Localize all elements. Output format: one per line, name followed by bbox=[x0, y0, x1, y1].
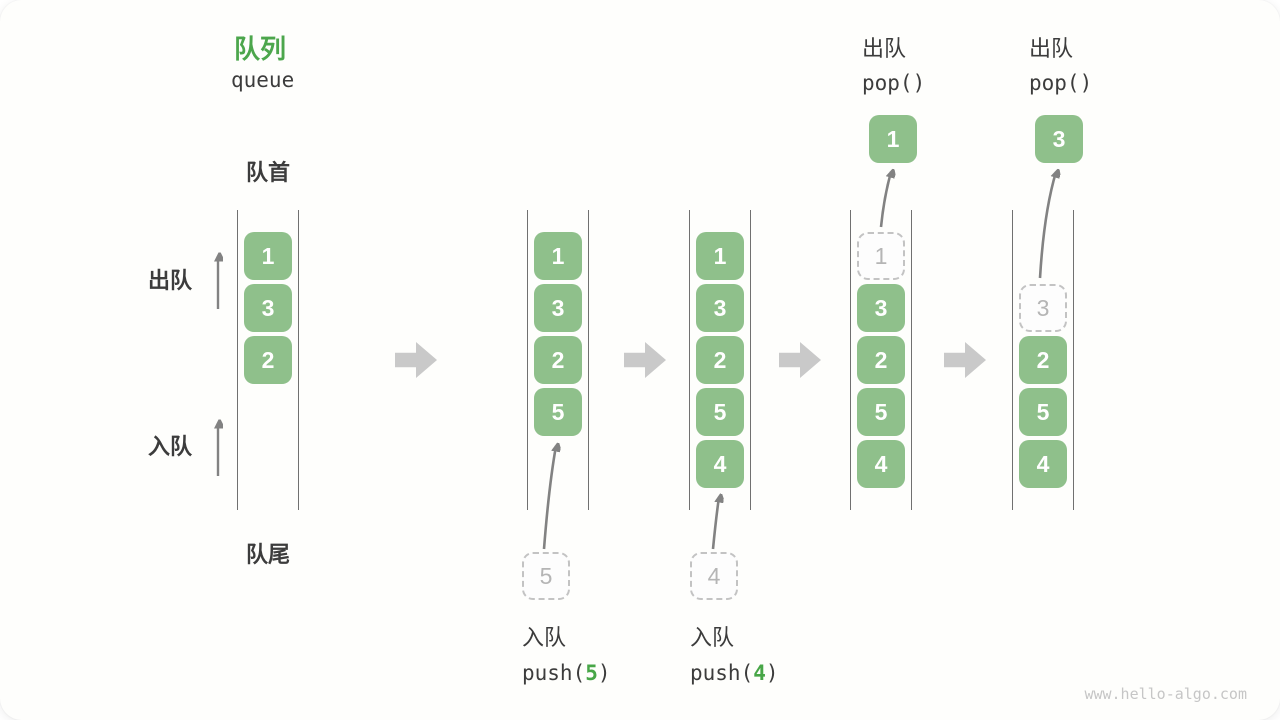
push5-op-code: push(5) bbox=[522, 661, 611, 685]
queue-cell: 5 bbox=[857, 388, 905, 436]
queue-cell: 2 bbox=[534, 336, 582, 384]
queue-cell: 2 bbox=[857, 336, 905, 384]
queue-tube-state1 bbox=[237, 210, 299, 510]
queue-rear-label: 队尾 bbox=[245, 542, 290, 567]
queue-cell: 4 bbox=[696, 440, 744, 488]
pop1-op-code: pop() bbox=[862, 71, 926, 95]
queue-cell: 5 bbox=[696, 388, 744, 436]
queue-tube-state2 bbox=[527, 210, 589, 510]
queue-cell: 3 bbox=[244, 284, 292, 332]
push4-op-code: push(4) bbox=[690, 661, 779, 685]
push5-op-zh: 入队 bbox=[522, 625, 567, 650]
queue-cell: 1 bbox=[534, 232, 582, 280]
queue-cell: 2 bbox=[696, 336, 744, 384]
queue-cell: 2 bbox=[244, 336, 292, 384]
enqueue-side-label: 入队 bbox=[148, 434, 193, 459]
queue-cell: 3 bbox=[696, 284, 744, 332]
next-state-block-arrow-icon bbox=[624, 342, 666, 378]
pop2-op-code: pop() bbox=[1029, 71, 1093, 95]
queue-cell: 3 bbox=[534, 284, 582, 332]
watermark: www.hello-algo.com bbox=[1084, 685, 1247, 703]
next-state-block-arrow-icon bbox=[779, 342, 821, 378]
pop1-op-zh: 出队 bbox=[862, 36, 907, 61]
queue-cell: 2 bbox=[1019, 336, 1067, 384]
queue-cell: 1 bbox=[696, 232, 744, 280]
pop2-op-label: 出队 pop() bbox=[1029, 31, 1092, 95]
push4-op-label: 入队 push(4) bbox=[690, 620, 779, 685]
push4-close: ) bbox=[765, 661, 779, 685]
queue-tube-state3 bbox=[689, 210, 751, 510]
queue-front-label: 队首 bbox=[245, 160, 290, 185]
push5-arg: 5 bbox=[585, 661, 598, 685]
enqueue-ghost-cell: 4 bbox=[690, 552, 738, 600]
diagram-title-en: queue bbox=[231, 68, 295, 92]
queue-cell: 5 bbox=[1019, 388, 1067, 436]
queue-cell: 5 bbox=[534, 388, 582, 436]
queue-cell: 1 bbox=[244, 232, 292, 280]
pop2-op-zh: 出队 bbox=[1029, 36, 1074, 61]
dequeue-side-label: 出队 bbox=[148, 268, 193, 293]
diagram-title-zh: 队列 bbox=[234, 34, 287, 64]
next-state-block-arrow-icon bbox=[395, 342, 437, 378]
push5-op-label: 入队 push(5) bbox=[522, 620, 611, 685]
popped-ghost-cell: 3 bbox=[1019, 284, 1067, 332]
queue-tube-state4 bbox=[850, 210, 912, 510]
push4-op-zh: 入队 bbox=[690, 625, 735, 650]
queue-cell: 3 bbox=[857, 284, 905, 332]
queue-cell: 4 bbox=[1019, 440, 1067, 488]
popped-ghost-cell: 1 bbox=[857, 232, 905, 280]
push5-close: ) bbox=[597, 661, 611, 685]
pop-result-cell: 3 bbox=[1035, 115, 1083, 163]
next-state-block-arrow-icon bbox=[944, 342, 986, 378]
pop-result-cell: 1 bbox=[869, 115, 917, 163]
enqueue-ghost-cell: 5 bbox=[522, 552, 570, 600]
push4-fn: push( bbox=[690, 661, 754, 685]
push5-fn: push( bbox=[522, 661, 586, 685]
queue-tube-state5 bbox=[1012, 210, 1074, 510]
queue-cell: 4 bbox=[857, 440, 905, 488]
push4-arg: 4 bbox=[753, 661, 766, 685]
pop1-op-label: 出队 pop() bbox=[862, 31, 925, 95]
